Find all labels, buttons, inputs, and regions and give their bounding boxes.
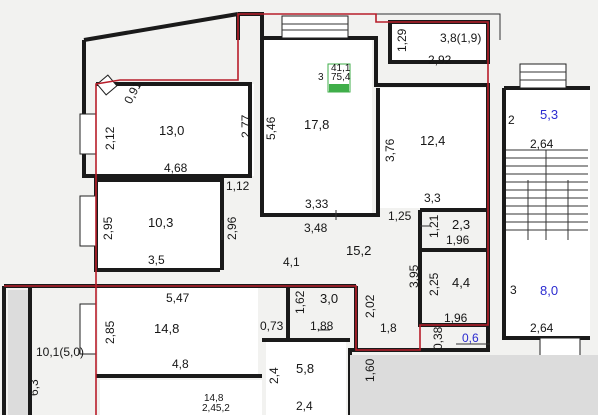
bath-2-dim-b: 1,96 bbox=[446, 233, 470, 247]
kitchen-note-1: 41,1 bbox=[331, 63, 351, 74]
room-12-area: 12,4 bbox=[420, 133, 446, 148]
room-14-dim-c: 4,8 bbox=[172, 357, 189, 371]
corridor-dim-e: 1,25 bbox=[388, 209, 412, 223]
apartment-outline bbox=[95, 13, 489, 351]
wc-area: 3,0 bbox=[320, 291, 339, 306]
room-13-fill bbox=[96, 84, 254, 176]
balcony-left-dim: 6,3 bbox=[27, 379, 41, 396]
room-10-dim-b: 2,96 bbox=[225, 216, 239, 240]
small-note-dim: 0,38 bbox=[431, 326, 445, 350]
room-14-dim-d: 0,73 bbox=[260, 319, 284, 333]
corridor-area: 15,2 bbox=[346, 243, 372, 258]
stair-bottom-area: 8,0 bbox=[540, 283, 559, 298]
bottom-partial: 14,8 bbox=[204, 393, 224, 404]
bath-4-dim-c: 1,96 bbox=[444, 311, 468, 325]
small-note-area: 0,6 bbox=[462, 331, 479, 345]
bath-4-area: 4,4 bbox=[452, 275, 471, 290]
balcony-top-dim-b: 2,92 bbox=[428, 53, 452, 67]
corridor-dim-c: 2,02 bbox=[363, 294, 377, 318]
stair-top-area: 5,3 bbox=[540, 107, 559, 122]
room-5-area: 5,8 bbox=[296, 361, 315, 376]
room-12-dim-a: 3,76 bbox=[383, 138, 397, 162]
corridor-dim-a: 3,48 bbox=[304, 221, 328, 235]
bottom-dim: 1,60 bbox=[363, 358, 377, 382]
room-13-dim-c: 2,77 bbox=[239, 114, 253, 138]
room-10-dim-d: 1,12 bbox=[226, 179, 250, 193]
kitchen-note-2: 75,4 bbox=[331, 72, 351, 83]
wc-dim-b: 1,88 bbox=[310, 319, 334, 333]
corridor-dim-b: 4,1 bbox=[283, 255, 300, 269]
room-13-area: 13,0 bbox=[159, 123, 185, 138]
room-13-dim-a: 2,12 bbox=[103, 126, 117, 150]
room-10-dim-a: 2,95 bbox=[101, 216, 115, 240]
balcony-top-label: 3,8(1,9) bbox=[440, 31, 482, 45]
stair-bottom-dim-b: 2,64 bbox=[530, 321, 554, 335]
room-17-dim-a: 5,46 bbox=[264, 116, 278, 140]
bath-4-dim-a: 3,95 bbox=[407, 264, 421, 288]
room-14-dim-a: 2,85 bbox=[103, 320, 117, 344]
room-5-dim-a: 2,4 bbox=[267, 367, 281, 384]
stair-top-dim-b: 2,64 bbox=[530, 137, 554, 151]
room-17-area: 17,8 bbox=[304, 117, 330, 132]
corridor-dim-d: 1,8 bbox=[380, 321, 397, 335]
room-5-dim-b: 2,4 bbox=[296, 399, 313, 413]
room-14-dim-b: 5,47 bbox=[166, 291, 190, 305]
room-10-dim-c: 3,5 bbox=[148, 253, 165, 267]
bath-2-area: 2,3 bbox=[452, 217, 471, 232]
bottom-partial-2: 2,45,2 bbox=[202, 403, 230, 414]
room-10-area: 10,3 bbox=[148, 215, 174, 230]
room-14-area: 14,8 bbox=[154, 321, 180, 336]
bath-2-dim-a: 1,21 bbox=[427, 214, 441, 238]
kitchen-note-prefix: 3 bbox=[318, 72, 324, 83]
stair-top-dim-a: 2 bbox=[508, 113, 515, 127]
stair-bottom-dim-a: 3 bbox=[510, 283, 517, 297]
room-13-dim-d: 4,68 bbox=[164, 161, 188, 175]
staircase bbox=[506, 149, 588, 240]
room-17-dim-b: 3,33 bbox=[305, 197, 329, 211]
balcony-left-label: 10,1(5,0) bbox=[36, 345, 85, 359]
bath-4-dim-b: 2,25 bbox=[427, 272, 441, 296]
wc-dim-a: 1,62 bbox=[293, 290, 307, 314]
balcony-top-dim-a: 1,29 bbox=[395, 28, 409, 52]
room-12-dim-b: 3,3 bbox=[424, 191, 441, 205]
